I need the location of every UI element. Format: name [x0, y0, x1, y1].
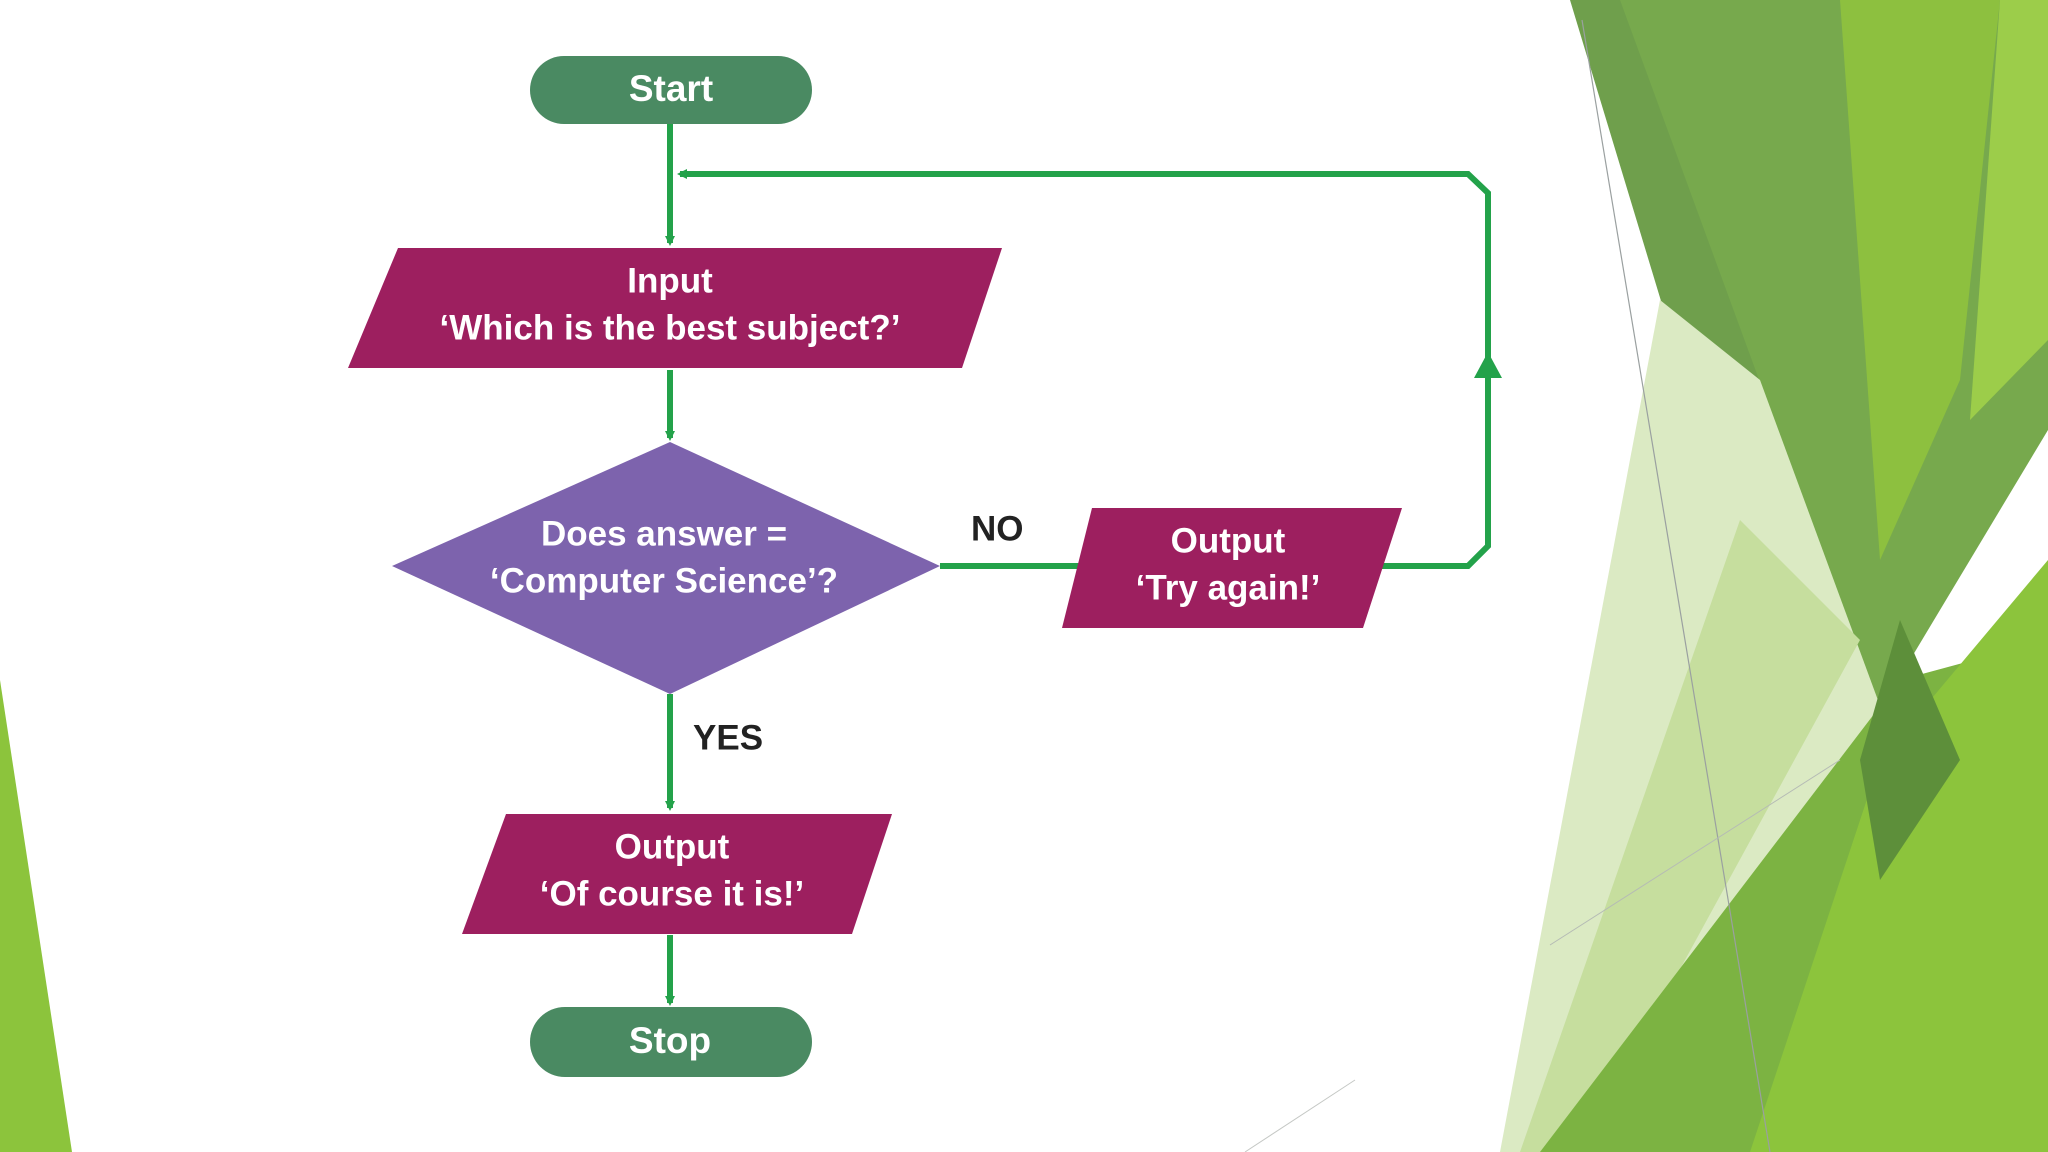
decision-line1: Does answer =	[541, 514, 787, 553]
decorative-background-left	[0, 680, 72, 1152]
decision-shape	[392, 442, 940, 694]
yes-label: YES	[693, 718, 763, 757]
yes-output-shape	[462, 814, 892, 934]
start-shape	[530, 56, 812, 124]
no-output-node: Output ‘Try again!’	[1062, 508, 1402, 628]
yes-output-node: Output ‘Of course it is!’	[462, 814, 892, 934]
input-title: Input	[627, 261, 713, 300]
input-node: Input ‘Which is the best subject?’	[348, 248, 1002, 368]
connectors	[665, 124, 1502, 1006]
start-terminal: Start	[530, 56, 812, 124]
decision-node: Does answer = ‘Computer Science’?	[392, 442, 940, 694]
bg-line	[1581, 19, 1771, 1152]
yes-output-message: ‘Of course it is!’	[540, 874, 805, 913]
no-label: NO	[971, 509, 1024, 548]
start-label: Start	[629, 68, 713, 109]
no-output-message: ‘Try again!’	[1136, 568, 1321, 607]
no-output-shape	[1062, 508, 1402, 628]
yes-output-title: Output	[615, 827, 730, 866]
bg-shape	[1520, 520, 1860, 1152]
bg-shape	[1840, 0, 2000, 560]
stop-shape	[530, 1007, 812, 1077]
bg-line	[1244, 1079, 1356, 1152]
stop-label: Stop	[629, 1020, 711, 1061]
decision-line2: ‘Computer Science’?	[490, 561, 838, 600]
bg-shape	[1750, 560, 2048, 1152]
bg-shape	[1970, 0, 2048, 420]
input-shape	[348, 248, 1002, 368]
no-output-title: Output	[1171, 521, 1286, 560]
decorative-background-right	[1244, 0, 2048, 1152]
loop-up-arrowhead	[1474, 352, 1502, 378]
stop-terminal: Stop	[530, 1007, 812, 1077]
input-question: ‘Which is the best subject?’	[440, 308, 901, 347]
bg-line	[1549, 759, 1841, 946]
bg-shape	[1860, 620, 1960, 880]
